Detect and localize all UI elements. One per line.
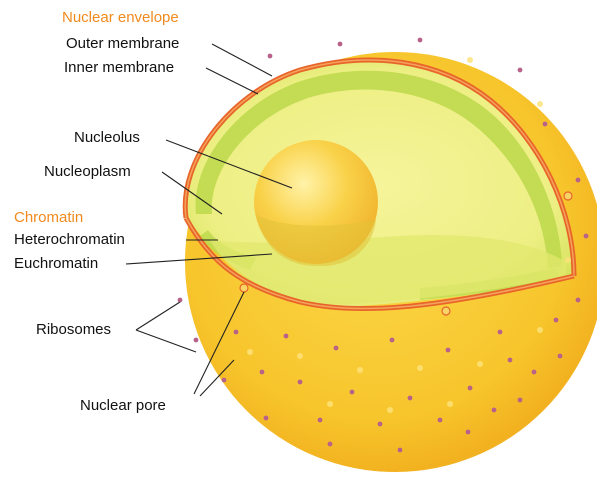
nuclear-pore [240,284,248,292]
leader-ribosomes-a [136,302,180,330]
label-inner-membrane: Inner membrane [64,60,174,75]
label-nuclear-pore: Nuclear pore [80,398,166,413]
nuclear-pore [564,192,572,200]
leader-inner-membrane [206,68,258,94]
nuclear-pore [442,307,450,315]
label-nucleolus: Nucleolus [74,130,140,145]
label-nucleoplasm: Nucleoplasm [44,164,131,179]
label-euchromatin: Euchromatin [14,256,98,271]
label-outer-membrane: Outer membrane [66,36,179,51]
label-heterochromatin: Heterochromatin [14,232,125,247]
label-ribosomes: Ribosomes [36,322,111,337]
label-nuclear-envelope: Nuclear envelope [62,10,179,25]
leader-outer-membrane [212,44,272,76]
leader-ribosomes-b [136,330,196,352]
label-chromatin: Chromatin [14,210,83,225]
